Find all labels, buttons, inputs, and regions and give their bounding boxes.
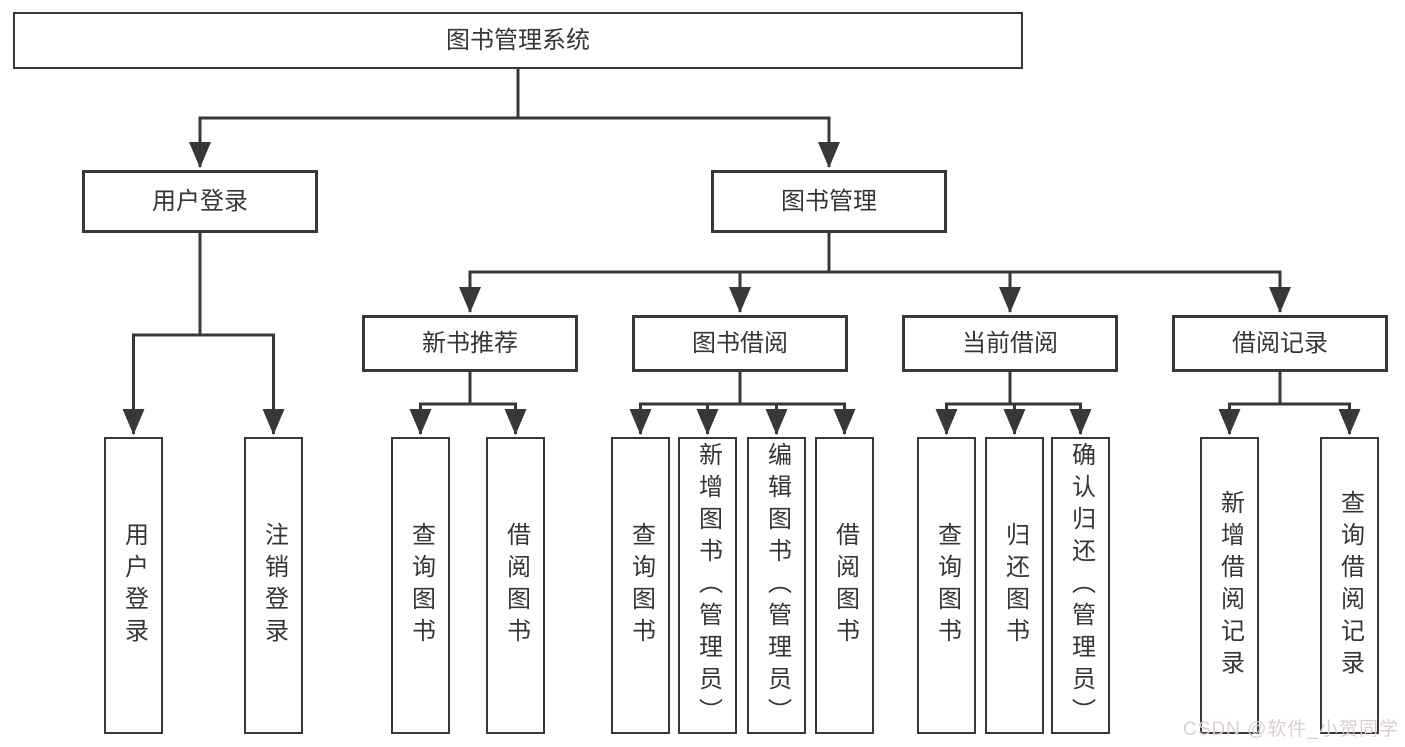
node-label: 用户登录 bbox=[152, 187, 248, 215]
node-return-books: 归还图书 bbox=[985, 437, 1044, 734]
node-library-management-system: 图书管理系统 bbox=[13, 12, 1023, 69]
node-add-borrow-record: 新增借阅记录 bbox=[1200, 437, 1259, 734]
node-label: 归还图书 bbox=[1001, 521, 1029, 650]
node-edit-books-admin: 编辑图书（管理员） bbox=[747, 437, 806, 734]
node-logout: 注销登录 bbox=[244, 437, 303, 734]
node-user-login-leaf: 用户登录 bbox=[104, 437, 163, 734]
node-borrow-books-recommend: 借阅图书 bbox=[486, 437, 545, 734]
node-borrowing-records: 借阅记录 bbox=[1172, 315, 1388, 372]
node-user-login: 用户登录 bbox=[82, 170, 318, 233]
node-label: 借阅记录 bbox=[1232, 329, 1328, 357]
csdn-watermark: CSDN @软件_小贺同学 bbox=[1183, 719, 1399, 740]
node-label: 图书借阅 bbox=[692, 329, 788, 357]
node-current-borrowing: 当前借阅 bbox=[902, 315, 1118, 372]
node-label: 当前借阅 bbox=[962, 329, 1058, 357]
node-label: 确认归还（管理员） bbox=[1067, 441, 1095, 730]
node-label: 查询图书 bbox=[933, 521, 961, 650]
node-label: 查询借阅记录 bbox=[1336, 489, 1364, 682]
node-label: 借阅图书 bbox=[502, 521, 530, 650]
node-borrow-books: 借阅图书 bbox=[815, 437, 874, 734]
node-book-management: 图书管理 bbox=[711, 170, 947, 233]
node-query-borrow-record: 查询借阅记录 bbox=[1320, 437, 1379, 734]
node-confirm-return-admin: 确认归还（管理员） bbox=[1051, 437, 1110, 734]
node-label: 新增图书（管理员） bbox=[694, 441, 722, 730]
node-label: 查询图书 bbox=[407, 521, 435, 650]
node-label: 用户登录 bbox=[120, 521, 148, 650]
node-query-books-current: 查询图书 bbox=[917, 437, 976, 734]
node-label: 图书管理 bbox=[781, 187, 877, 215]
node-add-books-admin: 新增图书（管理员） bbox=[678, 437, 737, 734]
node-query-books-recommend: 查询图书 bbox=[391, 437, 450, 734]
node-label: 新增借阅记录 bbox=[1216, 489, 1244, 682]
node-new-book-recommend: 新书推荐 bbox=[362, 315, 578, 372]
node-label: 编辑图书（管理员） bbox=[763, 441, 791, 730]
node-label: 查询图书 bbox=[627, 521, 655, 650]
node-label: 新书推荐 bbox=[422, 329, 518, 357]
node-label: 注销登录 bbox=[260, 521, 288, 650]
node-book-borrowing: 图书借阅 bbox=[632, 315, 848, 372]
node-query-books-borrow: 查询图书 bbox=[611, 437, 670, 734]
node-label: 借阅图书 bbox=[831, 521, 859, 650]
node-label: 图书管理系统 bbox=[446, 26, 590, 54]
